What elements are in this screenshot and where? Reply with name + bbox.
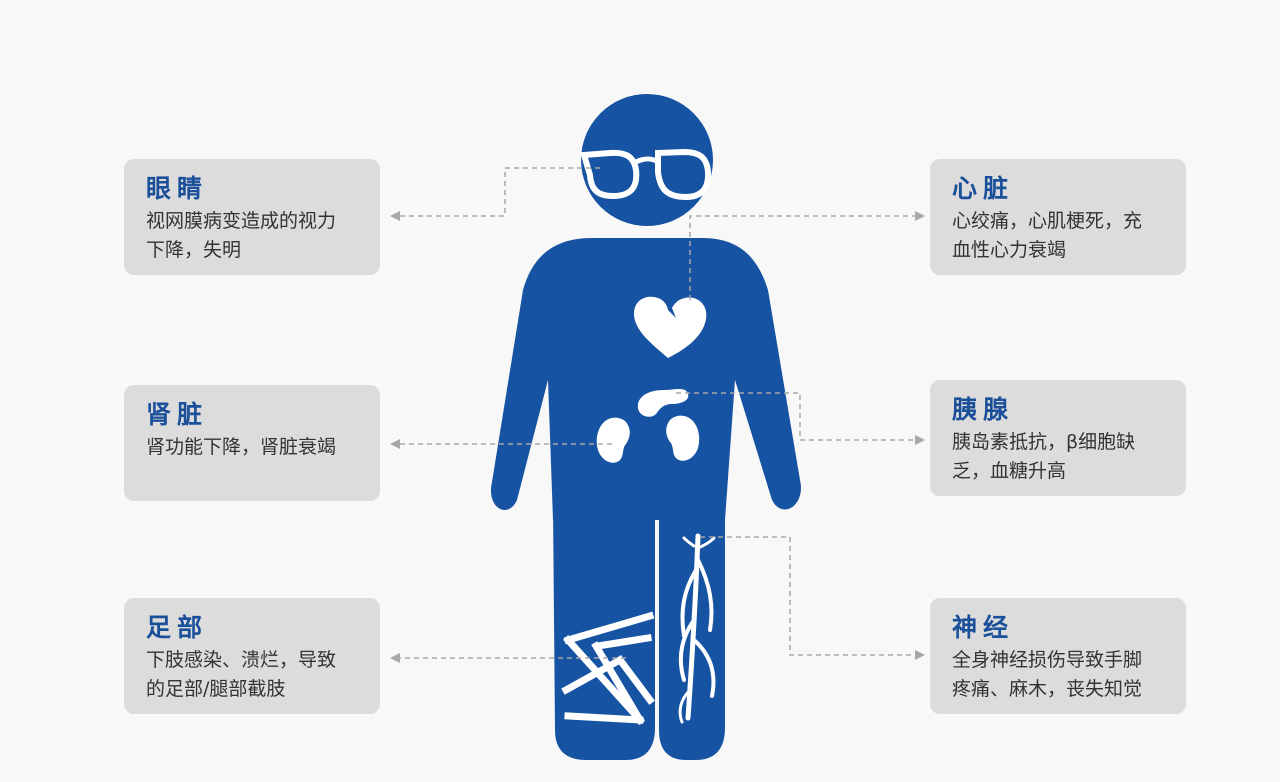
card-desc-line: 胰岛素抵抗，β细胞缺: [952, 431, 1136, 453]
body-silhouette: [490, 94, 801, 760]
kidney-icon: [666, 415, 700, 461]
arrow-right-icon: [915, 650, 925, 660]
leader-eyes: [400, 167, 600, 217]
card-desc-line: 的足部/腿部截肢: [146, 678, 286, 700]
leader-pancreas: [676, 392, 915, 441]
card-desc-line: 视网膜病变造成的视力: [146, 210, 337, 232]
card-title: 心脏: [952, 174, 1015, 203]
arrow-right-icon: [915, 211, 925, 221]
heart-icon: [633, 296, 707, 358]
leader-heart: [689, 215, 915, 300]
leader-lines: [400, 167, 915, 659]
card-eyes: 眼睛 视网膜病变造成的视力 下降，失明: [124, 159, 380, 275]
torso-arms: [490, 238, 801, 520]
leader-nerve: [700, 536, 915, 656]
card-kidney: 肾脏 肾功能下降，肾脏衰竭: [124, 385, 380, 501]
card-title: 足部: [146, 613, 209, 642]
bandage-icon: [561, 611, 655, 725]
card-foot: 足部 下肢感染、溃烂，导致 的足部/腿部截肢: [124, 598, 380, 714]
kidney-icon: [596, 417, 630, 463]
card-desc-line: 下降，失明: [146, 239, 242, 261]
card-desc-line: 疼痛、麻木，丧失知觉: [952, 678, 1143, 700]
arrow-left-icon: [390, 211, 400, 221]
card-desc-line: 肾功能下降，肾脏衰竭: [146, 436, 337, 458]
nerve-icon: [678, 533, 716, 724]
card-heart: 心脏 心绞痛，心肌梗死，充 血性心力衰竭: [930, 159, 1186, 275]
card-desc-line: 全身神经损伤导致手脚: [952, 649, 1143, 671]
card-title: 眼睛: [146, 174, 209, 203]
arrow-left-icon: [390, 653, 400, 663]
card-title: 胰腺: [952, 395, 1015, 424]
card-desc-line: 乏，血糖升高: [952, 460, 1067, 482]
pancreas-icon: [637, 389, 689, 417]
arrow-right-icon: [915, 435, 925, 445]
card-desc-line: 下肢感染、溃烂，导致: [146, 649, 337, 671]
arrow-left-icon: [390, 439, 400, 449]
glasses-icon: [580, 148, 712, 201]
leader-arrows: [390, 211, 925, 663]
card-title: 肾脏: [146, 400, 209, 429]
card-desc-line: 血性心力衰竭: [952, 239, 1067, 261]
card-title: 神经: [952, 613, 1015, 642]
card-desc-line: 心绞痛，心肌梗死，充: [952, 210, 1143, 232]
card-nerve: 神经 全身神经损伤导致手脚 疼痛、麻木，丧失知觉: [930, 598, 1186, 714]
card-pancreas: 胰腺 胰岛素抵抗，β细胞缺 乏，血糖升高: [930, 380, 1186, 496]
